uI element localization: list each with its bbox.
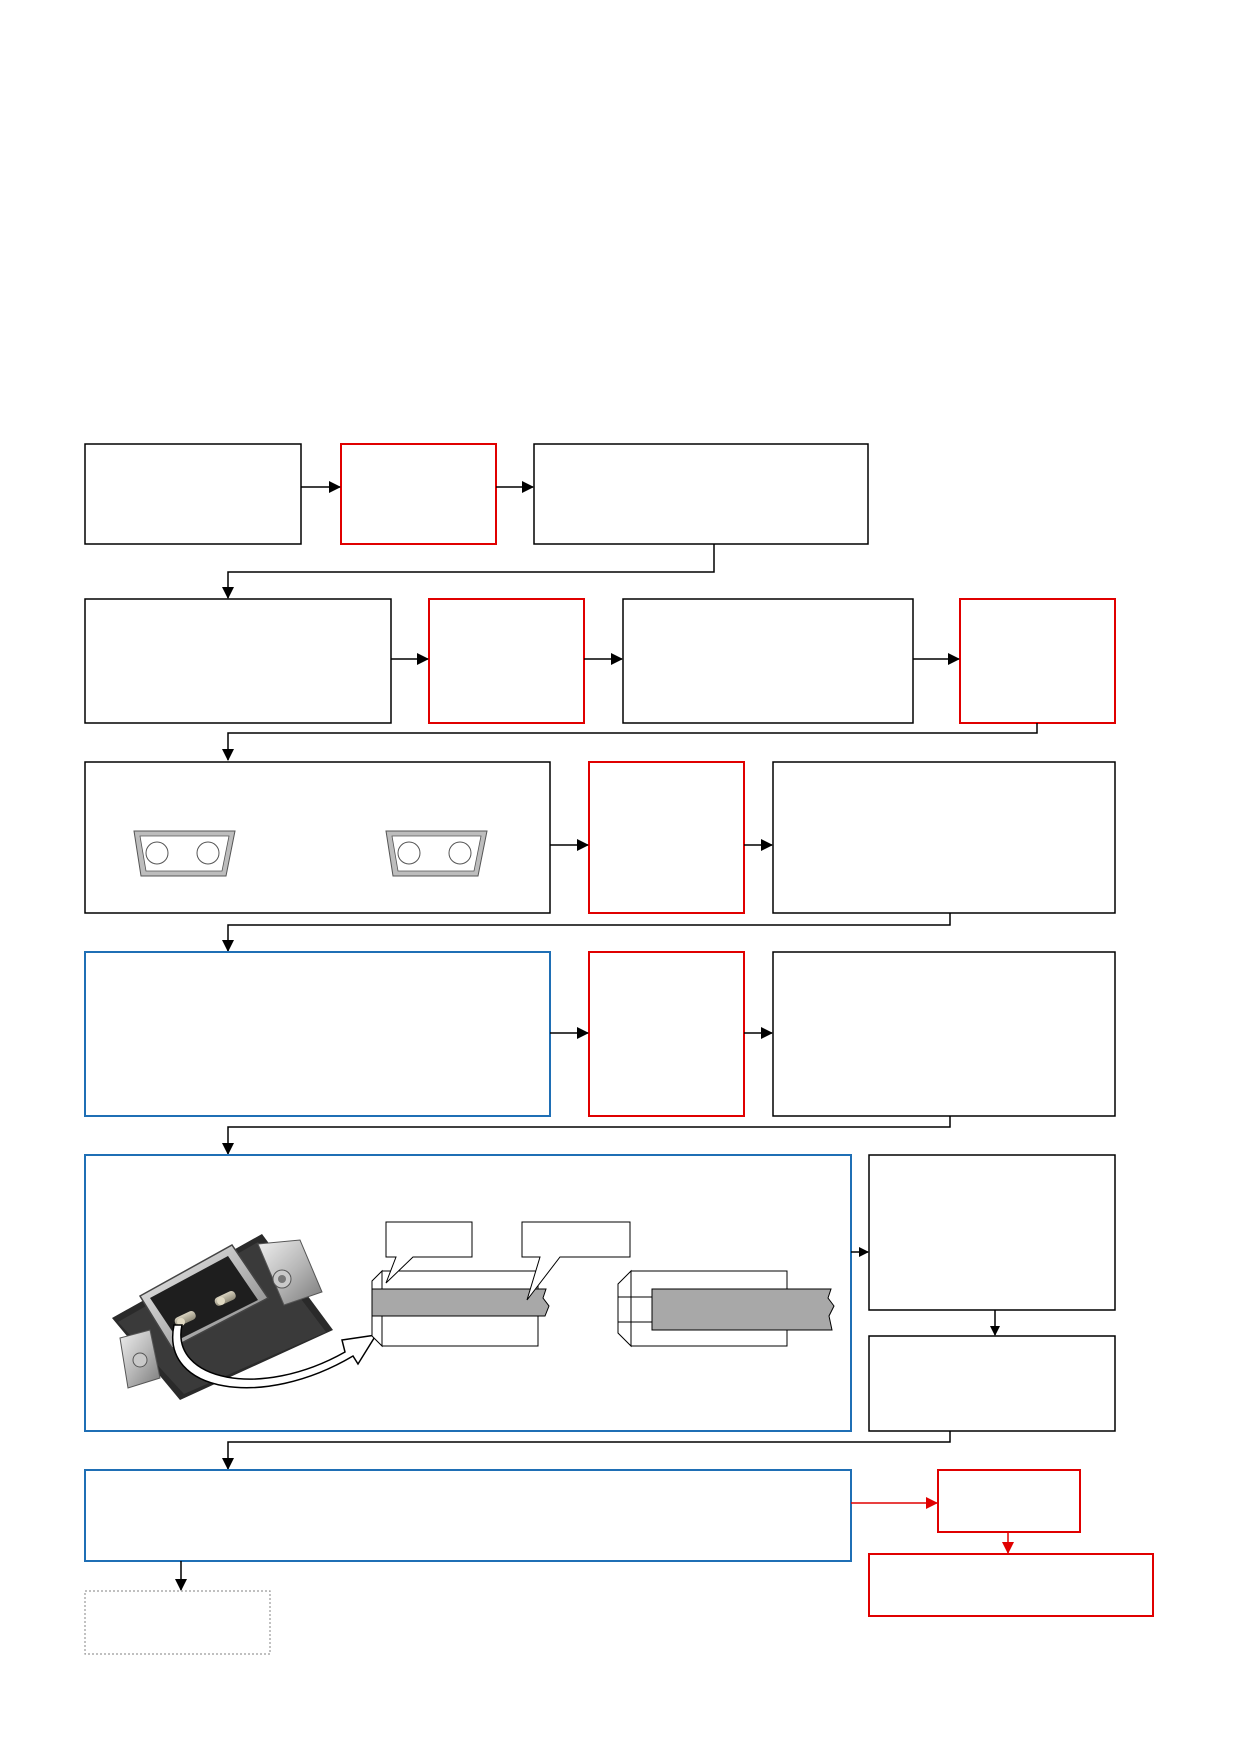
- box-r5-2: [868, 1154, 1116, 1311]
- box-r2-1: [84, 598, 392, 724]
- pin-cross-section-icon: [617, 1269, 835, 1348]
- connector-r3-to-r4: [222, 913, 951, 952]
- box-r6-2: [937, 1469, 1081, 1533]
- row-2: [84, 598, 1116, 761]
- row-4: [84, 951, 1116, 1155]
- box-r4-3: [772, 951, 1116, 1117]
- d-sub-connector-outline-icon: [133, 830, 236, 877]
- pin-cross-section-icon: [371, 1269, 550, 1348]
- box-r3-2: [588, 761, 745, 914]
- box-r3-3: [772, 761, 1116, 914]
- box-r1-2: [340, 443, 497, 545]
- callout-left: [385, 1221, 473, 1284]
- box-r5-3: [868, 1335, 1116, 1432]
- callout-right: [521, 1221, 631, 1301]
- curved-pointer-arrow: [171, 1324, 378, 1389]
- box-r2-4: [959, 598, 1116, 724]
- box-r2-2: [428, 598, 585, 724]
- connector-r4-to-r5: [222, 1116, 951, 1155]
- row-1: [84, 443, 869, 599]
- connector-r2-to-r3: [222, 723, 1038, 761]
- box-r4-2: [588, 951, 745, 1117]
- box-r1-3: [533, 443, 869, 545]
- row-7: [84, 1590, 271, 1655]
- row-6: [84, 1469, 1154, 1617]
- row-3: [84, 761, 1116, 952]
- connector-r1-to-r2: [222, 544, 715, 599]
- box-r4-1: [84, 951, 551, 1117]
- d-sub-connector-outline-icon: [385, 830, 488, 877]
- d-sub-connector-photo-icon: [112, 1234, 333, 1400]
- row-5: [84, 1154, 1116, 1470]
- box-r6-3: [868, 1553, 1154, 1617]
- connector-r5-to-r6: [222, 1431, 951, 1470]
- box-r6-1: [84, 1469, 852, 1562]
- box-r7-1-dotted: [84, 1590, 271, 1655]
- box-r2-3: [622, 598, 914, 724]
- box-r1-1: [84, 443, 302, 545]
